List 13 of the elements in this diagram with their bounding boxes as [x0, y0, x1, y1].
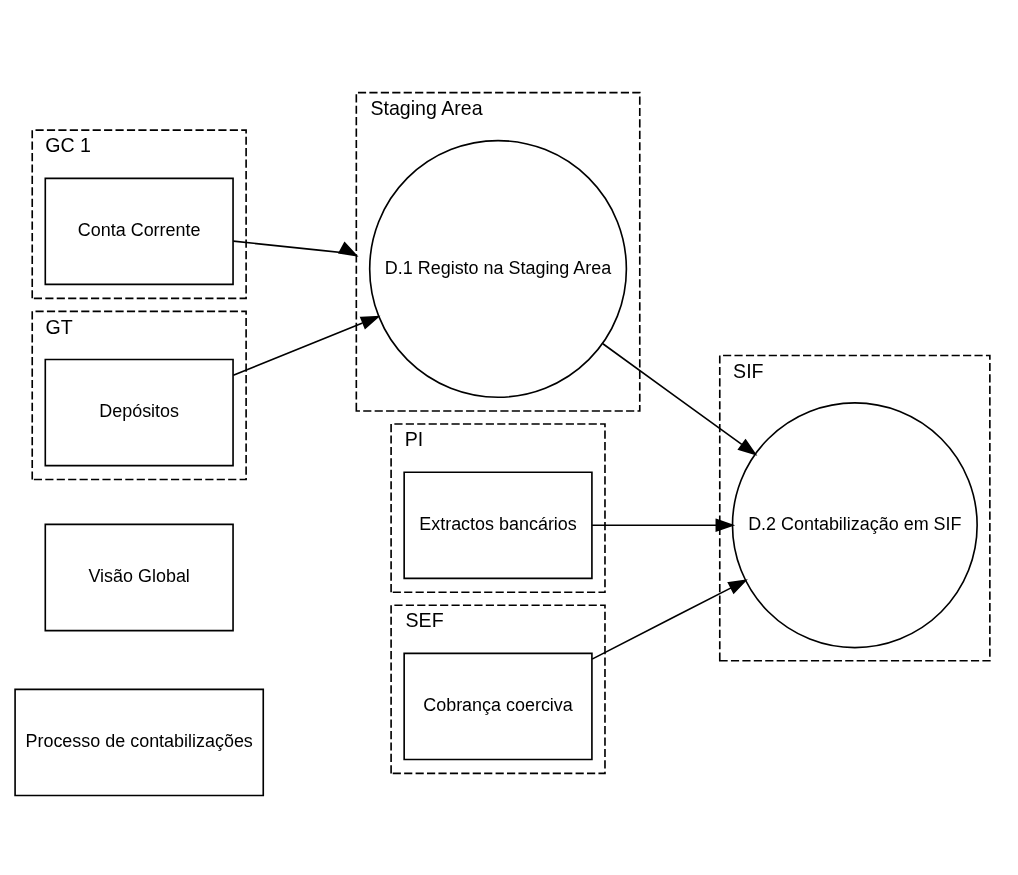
node-box: Visão Global	[44, 523, 234, 632]
arrow	[591, 579, 748, 660]
arrow	[232, 315, 381, 377]
node-box: Cobrança coerciva	[403, 652, 593, 761]
arrow	[602, 342, 758, 456]
arrow	[591, 518, 736, 533]
node-box: Depósitos	[44, 358, 234, 467]
node-box: Processo de contabilizações	[14, 688, 265, 797]
node-box: Conta Corrente	[44, 177, 234, 286]
node-circle: D.1 Registo na Staging Area	[368, 139, 628, 399]
node-box: Extractos bancários	[403, 471, 593, 580]
arrow	[232, 240, 359, 257]
node-circle: D.2 Contabilização em SIF	[731, 402, 978, 649]
